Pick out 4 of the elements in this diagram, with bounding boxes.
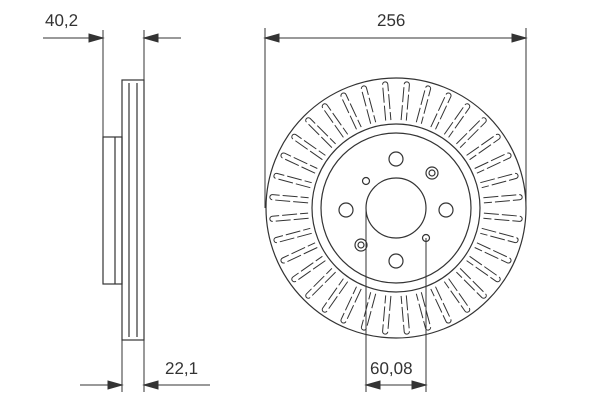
dimension-label: 22,1 xyxy=(164,360,200,377)
dimension-label: 60,08 xyxy=(369,360,414,377)
dimension-label: 256 xyxy=(376,12,406,29)
dimension-label: 40,2 xyxy=(44,12,80,29)
